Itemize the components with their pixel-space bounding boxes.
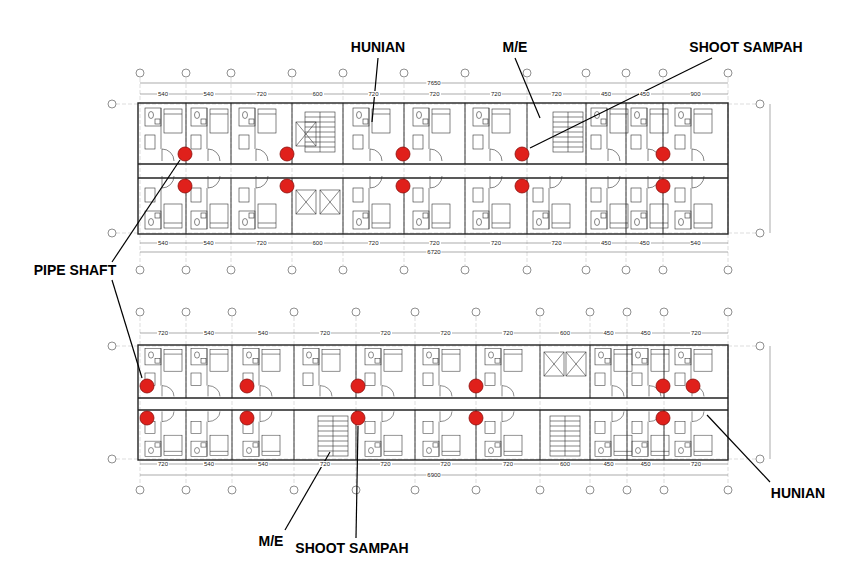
dimension-text: 450 (600, 91, 612, 97)
callout-label: M/E (503, 40, 528, 54)
callout-label: PIPE SHAFT (34, 263, 116, 277)
callout-label: HUNIAN (351, 40, 405, 54)
dimension-text: 540 (203, 330, 215, 336)
callout-label: SHOOT SAMPAH (295, 541, 408, 555)
dimension-text: 720 (690, 330, 702, 336)
dimension-text: 720 (157, 330, 169, 336)
dimension-text: 720 (157, 461, 169, 467)
dimension-text: 450 (602, 461, 614, 467)
dimension-text: 720 (502, 330, 514, 336)
dimension-text: 720 (319, 330, 331, 336)
dimension-text: 450 (602, 330, 614, 336)
dimension-text: 450 (638, 91, 650, 97)
dimension-text: 450 (639, 461, 651, 467)
dimension-text: 600 (311, 240, 323, 246)
dimension-text: 600 (559, 461, 571, 467)
dimension-text: 720 (550, 240, 562, 246)
dimension-text: 540 (202, 91, 214, 97)
dimension-text: 720 (367, 240, 379, 246)
dimension-text: 540 (689, 240, 701, 246)
dimension-text: 600 (311, 91, 323, 97)
callout-label: M/E (259, 534, 284, 548)
dimension-text: 720 (690, 461, 702, 467)
dimension-text: 6900 (426, 472, 441, 478)
callout-label: HUNIAN (771, 486, 825, 500)
dimension-text: 450 (600, 240, 612, 246)
dimension-text: 720 (428, 240, 440, 246)
dimension-text: 720 (428, 91, 440, 97)
dimension-text: 540 (157, 91, 169, 97)
dimension-text: 720 (379, 461, 391, 467)
dimension-text: 720 (255, 240, 267, 246)
dimension-text: 7650 (426, 80, 441, 86)
dimension-text: 600 (559, 330, 571, 336)
callout-label: SHOOT SAMPAH (689, 40, 802, 54)
dimension-text: 720 (255, 91, 267, 97)
dimension-text: 720 (319, 461, 331, 467)
dimension-text: 450 (638, 240, 650, 246)
dimension-text: 720 (367, 91, 379, 97)
dimension-text: 540 (203, 461, 215, 467)
dimension-text: 720 (502, 461, 514, 467)
dimension-text: 720 (550, 91, 562, 97)
dimension-text: 540 (157, 240, 169, 246)
dimension-text: 720 (490, 240, 502, 246)
dimension-text: 900 (689, 91, 701, 97)
dimension-text: 540 (257, 330, 269, 336)
dimension-text: 720 (379, 330, 391, 336)
dimension-text: 6720 (426, 249, 441, 255)
dimension-text: 540 (257, 461, 269, 467)
leader-lines (112, 58, 770, 538)
dimension-text: 720 (490, 91, 502, 97)
dimension-text: 540 (202, 240, 214, 246)
dimension-text: 720 (439, 330, 451, 336)
dimension-text: 720 (439, 461, 451, 467)
dimension-text: 450 (639, 330, 651, 336)
